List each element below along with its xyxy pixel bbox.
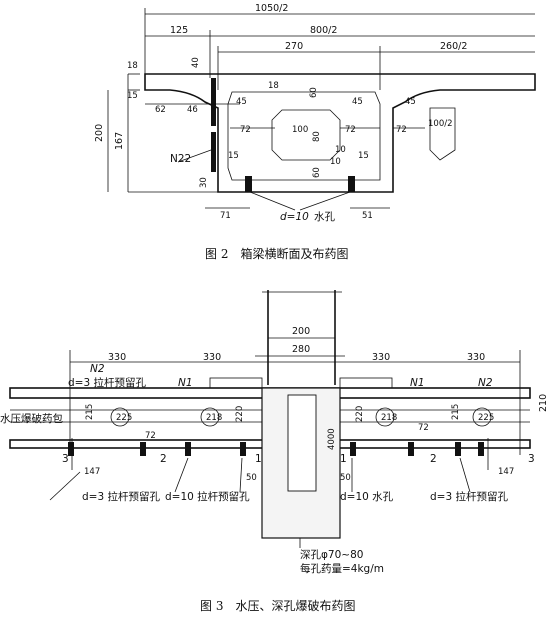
fig2-box-girder-section bbox=[107, 8, 536, 211]
circle-218-b: 218 bbox=[381, 413, 397, 423]
dim3-330-b: 330 bbox=[203, 352, 221, 363]
dim3-215-b: 215 bbox=[451, 404, 461, 420]
dim-72-b: 72 bbox=[345, 125, 356, 135]
dim-45-c: 45 bbox=[405, 97, 416, 107]
dim3-72-b: 72 bbox=[418, 423, 429, 433]
dim3-330-c: 330 bbox=[372, 352, 390, 363]
dim3-4000: 4000 bbox=[327, 428, 337, 450]
dim-10-b: 10 bbox=[330, 157, 341, 167]
fig3-blasting-layout bbox=[9, 290, 531, 548]
circle-225-b: 225 bbox=[478, 413, 494, 423]
dim3-50-b: 50 bbox=[340, 473, 351, 483]
dim-60-b: 60 bbox=[312, 167, 322, 178]
dim-167: 167 bbox=[114, 132, 125, 150]
dim-51: 51 bbox=[362, 211, 373, 221]
dim-10-a: 10 bbox=[335, 145, 346, 155]
label-charge-per-hole: 每孔药量=4kg/m bbox=[300, 562, 384, 575]
num-3-left: 3 bbox=[62, 453, 69, 465]
label-n22: N22 bbox=[170, 153, 191, 165]
dim-62: 62 bbox=[155, 105, 166, 115]
label-bottom-d10-rod: d=10 拉杆预留孔 bbox=[165, 490, 250, 503]
label-bottom-rod-right: d=3 拉杆预留孔 bbox=[430, 490, 508, 503]
label-deep-hole: 深孔φ70~80 bbox=[300, 548, 363, 561]
fig3-caption: 图 3 水压、深孔爆破布药图 bbox=[200, 598, 355, 613]
dim-40: 40 bbox=[191, 57, 201, 68]
dim-270: 270 bbox=[285, 41, 303, 52]
dim3-200: 200 bbox=[292, 326, 310, 337]
circle-218-a: 218 bbox=[206, 413, 222, 423]
label-water-hole: 水孔 bbox=[314, 210, 335, 223]
dim-200: 200 bbox=[94, 124, 105, 142]
dim3-210: 210 bbox=[538, 394, 549, 412]
label-d10: d=10 bbox=[280, 211, 309, 223]
dim-45-b: 45 bbox=[352, 97, 363, 107]
dim3-280: 280 bbox=[292, 344, 310, 355]
dim-80: 80 bbox=[312, 131, 322, 142]
dim3-330-d: 330 bbox=[467, 352, 485, 363]
num-1-right: 1 bbox=[340, 453, 347, 465]
num-2-left: 2 bbox=[160, 453, 167, 465]
dim-18-top: 18 bbox=[127, 61, 138, 71]
dim-15-b: 15 bbox=[228, 151, 239, 161]
label-rod-hole-top: d=3 拉杆预留孔 bbox=[68, 376, 146, 389]
dim3-220-a: 220 bbox=[235, 406, 245, 422]
label-water-pack: 水压爆破药包 bbox=[0, 412, 63, 425]
label-n1-right: N1 bbox=[410, 377, 425, 389]
dim-15-18: 18 bbox=[268, 81, 279, 91]
dim-125: 125 bbox=[170, 25, 188, 36]
label-bottom-rod-left: d=3 拉杆预留孔 bbox=[82, 490, 160, 503]
dim3-215-a: 215 bbox=[85, 404, 95, 420]
dim-71: 71 bbox=[220, 211, 231, 221]
dim-72-c: 72 bbox=[396, 125, 407, 135]
dim-100-half: 100/2 bbox=[428, 119, 453, 129]
dim-800-half: 800/2 bbox=[310, 25, 337, 36]
fig2-caption: 图 2 箱梁横断面及布药图 bbox=[205, 246, 348, 261]
num-2-right: 2 bbox=[430, 453, 437, 465]
dim3-220-b: 220 bbox=[355, 406, 365, 422]
dim-15: 15 bbox=[127, 91, 138, 101]
dim3-147-a: 147 bbox=[84, 467, 100, 477]
circle-225-a: 225 bbox=[116, 413, 132, 423]
dim-46: 46 bbox=[187, 105, 198, 115]
dim-30: 30 bbox=[199, 177, 209, 188]
label-bottom-d10-water: d=10 水孔 bbox=[340, 490, 394, 503]
dim-total-half: 1050/2 bbox=[255, 3, 288, 14]
dim3-50-a: 50 bbox=[246, 473, 257, 483]
dim-60: 60 bbox=[309, 87, 319, 98]
dim-15-c: 15 bbox=[358, 151, 369, 161]
dim-45-a: 45 bbox=[236, 97, 247, 107]
label-n2-left: N2 bbox=[90, 363, 105, 375]
dim-72-a: 72 bbox=[240, 125, 251, 135]
dim-260-half: 260/2 bbox=[440, 41, 467, 52]
label-n1-left: N1 bbox=[178, 377, 193, 389]
dim3-72-a: 72 bbox=[145, 431, 156, 441]
label-n2-right: N2 bbox=[478, 377, 493, 389]
num-3-right: 3 bbox=[528, 453, 535, 465]
dim3-330-a: 330 bbox=[108, 352, 126, 363]
dim-100: 100 bbox=[292, 125, 308, 135]
dim3-147-b: 147 bbox=[498, 467, 514, 477]
num-1-left: 1 bbox=[255, 453, 262, 465]
